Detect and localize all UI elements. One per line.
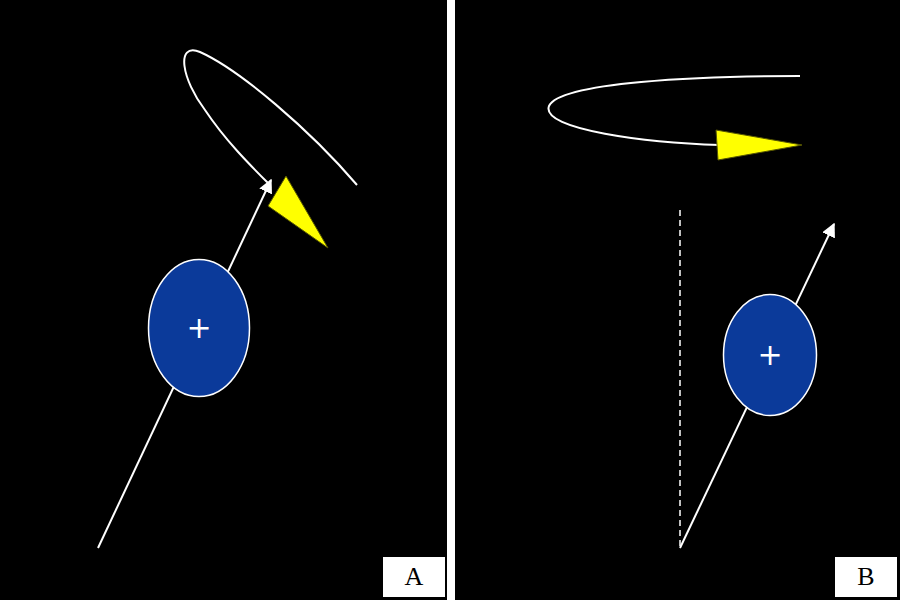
panel-letter: B bbox=[857, 564, 874, 590]
rotation-arrowhead bbox=[716, 130, 802, 160]
precession-loop bbox=[184, 50, 357, 185]
rotation-arrowhead bbox=[268, 176, 328, 248]
nucleus-ellipse: + bbox=[147, 258, 251, 398]
spin-axis-arrow bbox=[98, 180, 271, 548]
panel-label-box: A bbox=[382, 556, 446, 598]
panel-letter: A bbox=[405, 564, 424, 590]
nucleus-ellipse: + bbox=[722, 293, 818, 417]
nucleus-shape bbox=[724, 295, 817, 416]
panel-background bbox=[455, 0, 900, 600]
panel-label-box: B bbox=[834, 556, 898, 598]
spin-axis-arrow bbox=[680, 224, 834, 548]
charge-sign: + bbox=[757, 340, 782, 370]
precession-loop bbox=[548, 76, 800, 145]
panel-background bbox=[0, 0, 447, 600]
nucleus-shape bbox=[149, 260, 250, 397]
vertical-reference-line bbox=[679, 210, 681, 548]
charge-sign: + bbox=[186, 313, 211, 343]
